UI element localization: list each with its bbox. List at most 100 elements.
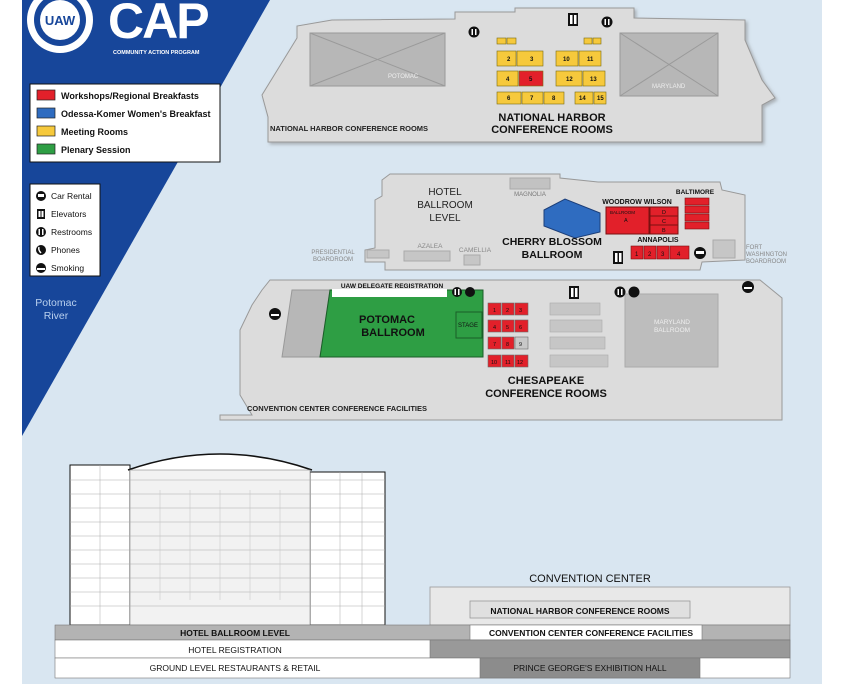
exhibition-hall-label: PRINCE GEORGE'S EXHIBITION HALL bbox=[513, 663, 667, 673]
car-rental-icon bbox=[694, 247, 706, 259]
convention-center-label: CONVENTION CENTER bbox=[529, 573, 651, 585]
national-harbor-floor: POTOMAC MARYLAND 2 3 4 bbox=[261, 7, 776, 143]
hotel-level-label-2: BALLROOM bbox=[417, 200, 473, 211]
annapolis-2: 2 bbox=[648, 252, 652, 258]
phone-icon bbox=[628, 286, 640, 298]
icon-legend-phone: Phones bbox=[51, 245, 80, 255]
national-harbor-rooms bbox=[496, 37, 607, 105]
color-legend: Workshops/Regional Breakfasts Odessa-Kom… bbox=[29, 83, 221, 163]
fort-label-3: BOARDROOM bbox=[746, 259, 786, 265]
ches-6: 6 bbox=[519, 325, 522, 331]
grey-meeting-rooms bbox=[549, 302, 609, 368]
room-label-3: 3 bbox=[530, 57, 534, 63]
smoking-icon bbox=[36, 263, 46, 273]
icon-legend-car: Car Rental bbox=[51, 191, 92, 201]
potomac-ballroom-label-1: POTOMAC bbox=[359, 314, 415, 326]
room-b-label: B bbox=[662, 228, 666, 234]
registration-band bbox=[332, 289, 447, 297]
ches-9: 9 bbox=[519, 342, 522, 348]
ches-4: 4 bbox=[493, 325, 496, 331]
room-label-15: 15 bbox=[597, 96, 604, 102]
azalea-room bbox=[403, 250, 451, 262]
ground-level-label: GROUND LEVEL RESTAURANTS & RETAIL bbox=[150, 663, 321, 673]
hotel-level-label-1: HOTEL bbox=[428, 187, 462, 198]
room-label-6: 6 bbox=[507, 96, 511, 102]
room-3 bbox=[516, 50, 544, 67]
chesapeake-label-1: CHESAPEAKE bbox=[508, 375, 584, 387]
legend-label-women: Odessa-Komer Women's Breakfast bbox=[61, 109, 211, 119]
elevator-icon bbox=[613, 251, 623, 264]
ballroom-a-label: BALLROOM bbox=[610, 210, 635, 215]
icon-legend: Car Rental Elevators Restrooms Phones Sm… bbox=[29, 183, 101, 277]
room-12 bbox=[555, 70, 583, 87]
registration-label: UAW DELEGATE REGISTRATION bbox=[341, 283, 444, 290]
room-label-13: 13 bbox=[590, 77, 597, 83]
national-harbor-caption: NATIONAL HARBOR CONFERENCE ROOMS bbox=[270, 124, 428, 133]
annapolis-rooms bbox=[630, 245, 690, 260]
hotel-ballroom-level-label: HOTEL BALLROOM LEVEL bbox=[180, 628, 290, 638]
room-label-2: 2 bbox=[507, 57, 511, 63]
azalea-label: AZALEA bbox=[418, 243, 444, 250]
elevator-icon bbox=[37, 209, 45, 219]
cc-facilities-label: CONVENTION CENTER CONFERENCE FACILITIES bbox=[489, 628, 693, 638]
room-a-label: A bbox=[624, 218, 628, 224]
ches-8: 8 bbox=[506, 342, 509, 348]
restroom-icon bbox=[452, 287, 462, 297]
chesapeake-rooms bbox=[487, 302, 529, 368]
national-harbor-title-2: CONFERENCE ROOMS bbox=[491, 124, 613, 136]
ches-7: 7 bbox=[493, 342, 496, 348]
river-label-2: River bbox=[44, 310, 69, 322]
room-4 bbox=[496, 70, 519, 87]
room-6 bbox=[496, 91, 522, 105]
convention-center-floor: STAGE POTOMAC BALLROOM UAW DELEGATE REGI… bbox=[219, 279, 783, 421]
cap-text: CAP bbox=[108, 0, 208, 49]
camellia-label: CAMELLIA bbox=[459, 247, 492, 254]
elevator-icon bbox=[569, 286, 579, 299]
hotel-ballroom-floor: HOTEL BALLROOM LEVEL MAGNOLIA CHERRY BLO… bbox=[311, 173, 787, 271]
room-label-10: 10 bbox=[563, 57, 570, 63]
presidential-label-2: BOARDROOM bbox=[313, 257, 353, 263]
hotel-floor-lines bbox=[70, 465, 385, 625]
stage bbox=[455, 311, 483, 339]
nh-rooms-section-label: NATIONAL HARBOR CONFERENCE ROOMS bbox=[490, 606, 669, 616]
legend-swatch-meeting bbox=[36, 125, 56, 137]
legend-swatch-workshops bbox=[36, 89, 56, 101]
room-8 bbox=[543, 91, 565, 105]
ches-11: 11 bbox=[505, 360, 511, 366]
maryland-label-2: BALLROOM bbox=[654, 327, 690, 334]
phone-icon bbox=[465, 287, 475, 297]
maryland-upper-label: MARYLAND bbox=[652, 84, 686, 90]
atrium-grid bbox=[159, 490, 281, 600]
maryland-label-1: MARYLAND bbox=[654, 319, 690, 326]
smoking-icon bbox=[269, 308, 281, 320]
uaw-text: UAW bbox=[45, 13, 76, 28]
ches-10: 10 bbox=[491, 360, 497, 366]
convention-caption: CONVENTION CENTER CONFERENCE FACILITIES bbox=[247, 404, 427, 413]
elevator-icon bbox=[568, 13, 578, 26]
room-5 bbox=[518, 70, 544, 87]
room-label-12: 12 bbox=[566, 77, 573, 83]
room-d-label: D bbox=[662, 210, 666, 216]
room-label-5: 5 bbox=[529, 77, 533, 83]
cherry-blossom-room bbox=[543, 198, 601, 239]
restroom-icon bbox=[614, 286, 626, 298]
icon-legend-restroom: Restrooms bbox=[51, 227, 92, 237]
uaw-logo: UAW bbox=[27, 0, 93, 53]
potomac-ballroom-label-2: BALLROOM bbox=[361, 327, 425, 339]
room-14 bbox=[574, 91, 594, 105]
room-label-8: 8 bbox=[552, 96, 556, 102]
icon-legend-smoking: Smoking bbox=[51, 263, 84, 273]
cherry-blossom-label-2: BALLROOM bbox=[522, 249, 583, 261]
maryland-ballroom bbox=[624, 293, 719, 368]
room-label-7: 7 bbox=[530, 96, 534, 102]
river-label-1: Potomac bbox=[35, 297, 76, 309]
annapolis-4: 4 bbox=[677, 252, 681, 258]
woodrow-label: WOODROW WILSON bbox=[602, 199, 672, 206]
annapolis-1: 1 bbox=[635, 252, 639, 258]
baltimore-label: BALTIMORE bbox=[676, 189, 715, 196]
woodrow-room-a bbox=[605, 206, 650, 235]
fort-label-1: FORT bbox=[746, 245, 763, 251]
chesapeake-label-2: CONFERENCE ROOMS bbox=[485, 388, 607, 400]
room-2 bbox=[496, 50, 517, 67]
smoking-icon bbox=[742, 281, 754, 293]
